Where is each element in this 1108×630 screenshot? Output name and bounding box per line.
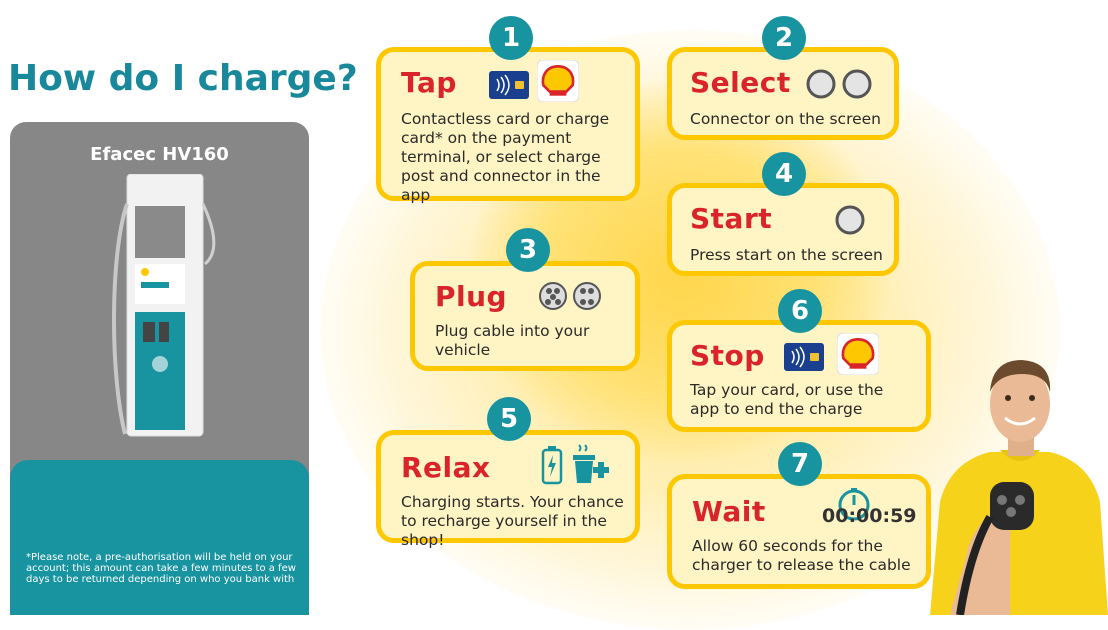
battery-charging-icon: [541, 446, 563, 485]
step-2-badge: 2: [762, 16, 806, 60]
step-6-text: Tap your card, or use the app to end the…: [690, 381, 884, 418]
man-with-charging-plug: [930, 360, 1108, 615]
step-2-card: Select Connector on the screen: [667, 47, 899, 140]
preauth-note: *Please note, a pre-authorisation will b…: [26, 552, 296, 585]
countdown-timer: 00:00:59: [822, 505, 917, 527]
step-2-text: Connector on the screen: [690, 110, 881, 128]
stopwatch-icon: [838, 488, 870, 521]
step-4-title: Start: [690, 202, 773, 235]
connector-buttons-icon: [806, 69, 872, 99]
charger-model: Efacec HV160: [90, 144, 229, 165]
step-2-title: Select: [690, 66, 791, 99]
step-6-badge: 6: [778, 289, 822, 333]
step-1-badge: 1: [489, 16, 533, 60]
step-3-card: Plug Plug cable into your vehicle: [410, 261, 640, 371]
step-4-card: Start Press start on the screen: [667, 183, 899, 276]
step-5-text: Charging starts. Your chance to recharge…: [401, 493, 624, 549]
start-button-icon: [835, 205, 865, 235]
step-5-badge: 5: [487, 397, 531, 441]
step-7-text: Allow 60 seconds for the charger to rele…: [692, 537, 911, 574]
charger-panel: Efacec HV160 *Please note, a pre-authori…: [10, 122, 309, 615]
step-6-card: Stop Tap your card, or use the app to en…: [667, 320, 931, 432]
coffee-shop-icon: [573, 444, 609, 483]
step-5-card: Relax Charging starts. Your chance to re…: [376, 430, 640, 549]
step-7-title: Wait: [692, 495, 766, 528]
step-1-card: Tap Contactless card or charge card* on …: [376, 47, 640, 204]
step-6-title: Stop: [690, 339, 765, 372]
panel-footer: [10, 460, 309, 615]
contactless-card-icon: [489, 71, 529, 99]
page-title: How do I charge?: [8, 58, 358, 99]
step-4-text: Press start on the screen: [690, 246, 883, 264]
step-3-title: Plug: [435, 280, 508, 313]
charger-illustration: [112, 174, 216, 437]
shell-app-icon: [837, 333, 879, 375]
contactless-card-icon: [784, 343, 824, 371]
step-5-title: Relax: [401, 451, 491, 484]
step-7-badge: 7: [778, 442, 822, 486]
shell-app-icon: [537, 60, 579, 102]
plug-connectors-icon: [539, 282, 601, 310]
step-3-text: Plug cable into your vehicle: [435, 322, 590, 359]
step-1-title: Tap: [401, 66, 457, 99]
step-4-badge: 4: [762, 152, 806, 196]
step-3-badge: 3: [506, 228, 550, 272]
step-1-text: Contactless card or charge card* on the …: [401, 110, 610, 204]
step-7-card: Wait 00:00:59 Allow 60 seconds for the c…: [667, 474, 931, 589]
